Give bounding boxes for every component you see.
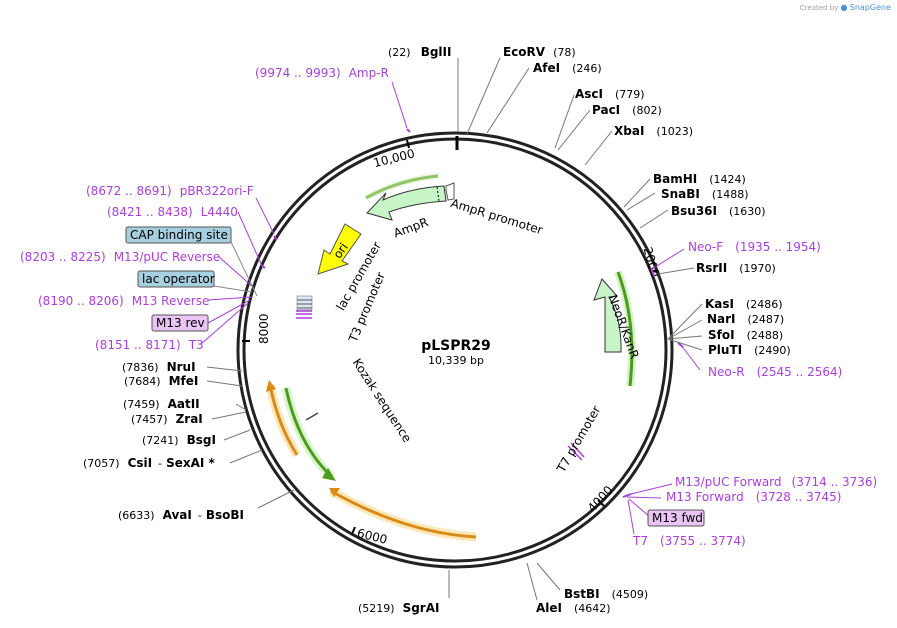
m13-rev-box[interactable]: M13 rev bbox=[151, 314, 209, 332]
enzyme-nari[interactable]: NarI(2487) bbox=[707, 312, 784, 326]
enzyme-bglii[interactable]: (22) BglII bbox=[388, 41, 451, 60]
backbone-inner-ring bbox=[242, 137, 668, 563]
enzyme-sgrai[interactable]: (5219)SgrAI bbox=[358, 601, 439, 615]
green-cds-left-head bbox=[322, 468, 336, 481]
primer-pbr322ori-f[interactable]: (8672 .. 8691)pBR322ori-F bbox=[86, 184, 254, 198]
ampr-label: AmpR bbox=[392, 215, 430, 240]
plasmid-name: pLSPR29 bbox=[421, 338, 491, 354]
m13-rev-label: M13 rev bbox=[156, 316, 205, 330]
tick-mark-6000 bbox=[351, 526, 356, 535]
enzyme-alei[interactable]: AleI(4642) bbox=[536, 601, 611, 615]
plasmid-length: 10,339 bp bbox=[428, 354, 484, 367]
enzyme-leaders bbox=[206, 57, 703, 601]
enzyme-bsu36i[interactable]: Bsu36I(1630) bbox=[671, 204, 766, 218]
cap-binding-site-label: CAP binding site bbox=[130, 228, 228, 242]
primer-leaders bbox=[200, 81, 701, 535]
ampr-promoter-arrow bbox=[445, 182, 455, 201]
primer-t3[interactable]: (8151 .. 8171)T3 bbox=[95, 338, 204, 352]
primer-l4440[interactable]: (8421 .. 8438)L4440 bbox=[107, 205, 238, 219]
enzyme-aatii[interactable]: (7459)AatII bbox=[123, 397, 200, 411]
primer-m13-puc-forward[interactable]: M13/pUC Forward(3714 .. 3736) bbox=[675, 475, 877, 489]
enzyme-paci[interactable]: PacI(802) bbox=[592, 103, 662, 117]
enzyme-csii-sexai[interactable]: (7057)CsiI-SexAI * bbox=[83, 456, 216, 470]
tick-mark-4000 bbox=[597, 499, 605, 507]
kozak-label: Kozak sequence bbox=[350, 356, 414, 445]
primer-m13-forward[interactable]: M13 Forward(3728 .. 3745) bbox=[666, 490, 841, 504]
primer-amp-r[interactable]: (9974 .. 9993)Amp-R bbox=[255, 66, 389, 80]
backbone-outer-ring bbox=[236, 131, 674, 569]
orange-cds-left bbox=[268, 384, 299, 456]
enzyme-sfoi[interactable]: SfoI(2488) bbox=[708, 328, 783, 342]
credit-prefix: Created by bbox=[799, 4, 839, 12]
neor-track bbox=[616, 271, 634, 387]
enzyme-pluti[interactable]: PluTI(2490) bbox=[708, 343, 791, 357]
primer-m13-reverse[interactable]: (8190 .. 8206)M13 Reverse bbox=[38, 294, 209, 308]
enzyme-afei[interactable]: AfeI(246) bbox=[533, 61, 602, 75]
t7-promoter-label: T7 promoter bbox=[554, 403, 604, 475]
enzyme-zrai[interactable]: (7457)ZraI bbox=[131, 412, 203, 426]
green-cds-left-glow bbox=[281, 387, 336, 481]
lac-operator-box[interactable]: lac operator bbox=[137, 270, 215, 288]
tick-mark-10000 bbox=[406, 139, 410, 149]
enzyme-ecorv[interactable]: EcoRV(78) bbox=[503, 45, 576, 59]
enzyme-mfei[interactable]: (7684)MfeI bbox=[124, 374, 198, 388]
ampr-cds-track-glow bbox=[364, 173, 439, 201]
orange-cds-left-head bbox=[266, 380, 276, 392]
enzyme-snabi[interactable]: SnaBI(1488) bbox=[661, 187, 748, 201]
ampr-arrow bbox=[366, 185, 447, 221]
enzyme-bstbi[interactable]: BstBI(4509) bbox=[564, 587, 648, 601]
orange-cds-bottom bbox=[330, 489, 477, 539]
ampr-promoter-label: AmpR promoter bbox=[449, 196, 544, 237]
neor-arrow bbox=[593, 278, 622, 353]
enzyme-xbai[interactable]: XbaI(1023) bbox=[614, 124, 693, 138]
enzyme-avai-bsobi[interactable]: (6633)AvaI-BsoBI bbox=[118, 508, 244, 522]
primer-t7[interactable]: T7(3755 .. 3774) bbox=[632, 534, 746, 548]
enzyme-bsgi[interactable]: (7241)BsgI bbox=[142, 433, 216, 447]
ori-arrow bbox=[317, 223, 362, 275]
enzyme-asci[interactable]: AscI(779) bbox=[575, 87, 645, 101]
tick-label-8000: 8000 bbox=[257, 313, 271, 344]
snapgene-credit: Created by ● SnapGene bbox=[800, 3, 891, 12]
snapgene-logo: ● bbox=[840, 3, 848, 12]
m13-fwd-label: M13 fwd bbox=[652, 511, 703, 525]
t7-mark-2 bbox=[570, 442, 585, 458]
box-leaders bbox=[213, 241, 258, 297]
primer-neo-r[interactable]: Neo-R(2545 .. 2564) bbox=[708, 365, 842, 379]
green-cds-left bbox=[284, 387, 334, 479]
orange-cds-bottom-head bbox=[329, 488, 340, 497]
enzyme-rsrii[interactable]: RsrII(1970) bbox=[696, 261, 776, 275]
tick-label-10000: 10,000 bbox=[372, 146, 416, 170]
primer-neo-f[interactable]: Neo-F(1935 .. 1954) bbox=[688, 240, 821, 254]
t7-mark-1 bbox=[567, 445, 583, 461]
enzyme-nrui[interactable]: (7836)NruI bbox=[122, 360, 196, 374]
enzyme-bamhi[interactable]: BamHI(1424) bbox=[653, 172, 746, 186]
credit-brand: SnapGene bbox=[849, 3, 891, 12]
cap-binding-site-box[interactable]: CAP binding site bbox=[125, 226, 232, 244]
lac-operator-label: lac operator bbox=[142, 272, 215, 286]
primer-ticks bbox=[261, 128, 684, 498]
enzyme-kasi[interactable]: KasI(2486) bbox=[705, 297, 783, 311]
m13-fwd-box[interactable]: M13 fwd bbox=[647, 509, 705, 527]
primer-m13-puc-reverse[interactable]: (8203 .. 8225)M13/pUC Reverse bbox=[20, 250, 220, 264]
kozak-mark bbox=[305, 412, 319, 421]
